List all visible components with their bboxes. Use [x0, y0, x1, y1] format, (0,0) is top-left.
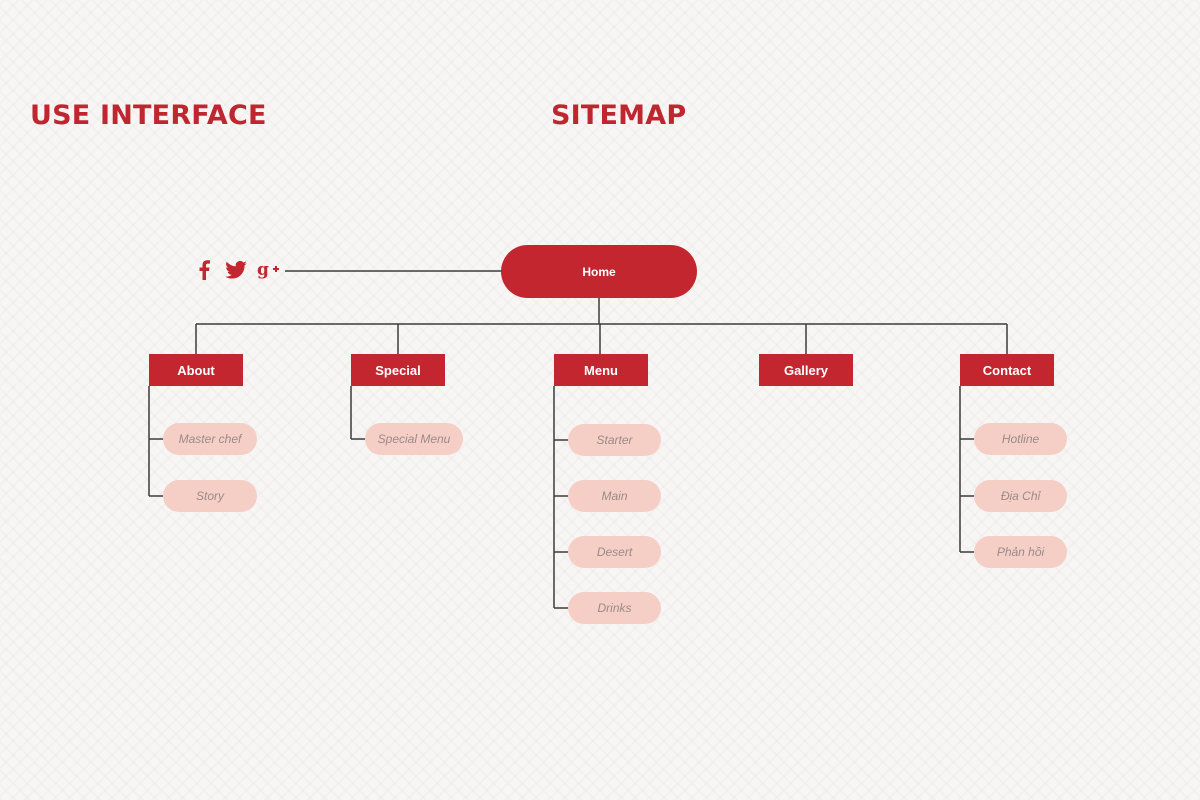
- page-drinks[interactable]: Drinks: [568, 592, 661, 624]
- use-interface-title: USE INTERFACE: [30, 100, 267, 131]
- svg-text:g: g: [257, 260, 269, 280]
- page-main[interactable]: Main: [568, 480, 661, 512]
- page-special-menu[interactable]: Special Menu: [365, 423, 463, 455]
- twitter-icon[interactable]: [224, 258, 248, 282]
- page-story[interactable]: Story: [163, 480, 257, 512]
- page-hotline[interactable]: Hotline: [974, 423, 1067, 455]
- home-node[interactable]: Home: [501, 245, 697, 298]
- google-plus-icon[interactable]: g: [256, 258, 282, 282]
- section-menu[interactable]: Menu: [554, 354, 648, 386]
- section-gallery[interactable]: Gallery: [759, 354, 853, 386]
- page-phan-hoi[interactable]: Phản hồi: [974, 536, 1067, 568]
- section-about[interactable]: About: [149, 354, 243, 386]
- sitemap-title: SITEMAP: [551, 100, 687, 131]
- page-dia-chi[interactable]: Địa Chỉ: [974, 480, 1067, 512]
- section-special[interactable]: Special: [351, 354, 445, 386]
- page-desert[interactable]: Desert: [568, 536, 661, 568]
- section-contact[interactable]: Contact: [960, 354, 1054, 386]
- facebook-icon[interactable]: [196, 258, 212, 282]
- page-master-chef[interactable]: Master chef: [163, 423, 257, 455]
- page-starter[interactable]: Starter: [568, 424, 661, 456]
